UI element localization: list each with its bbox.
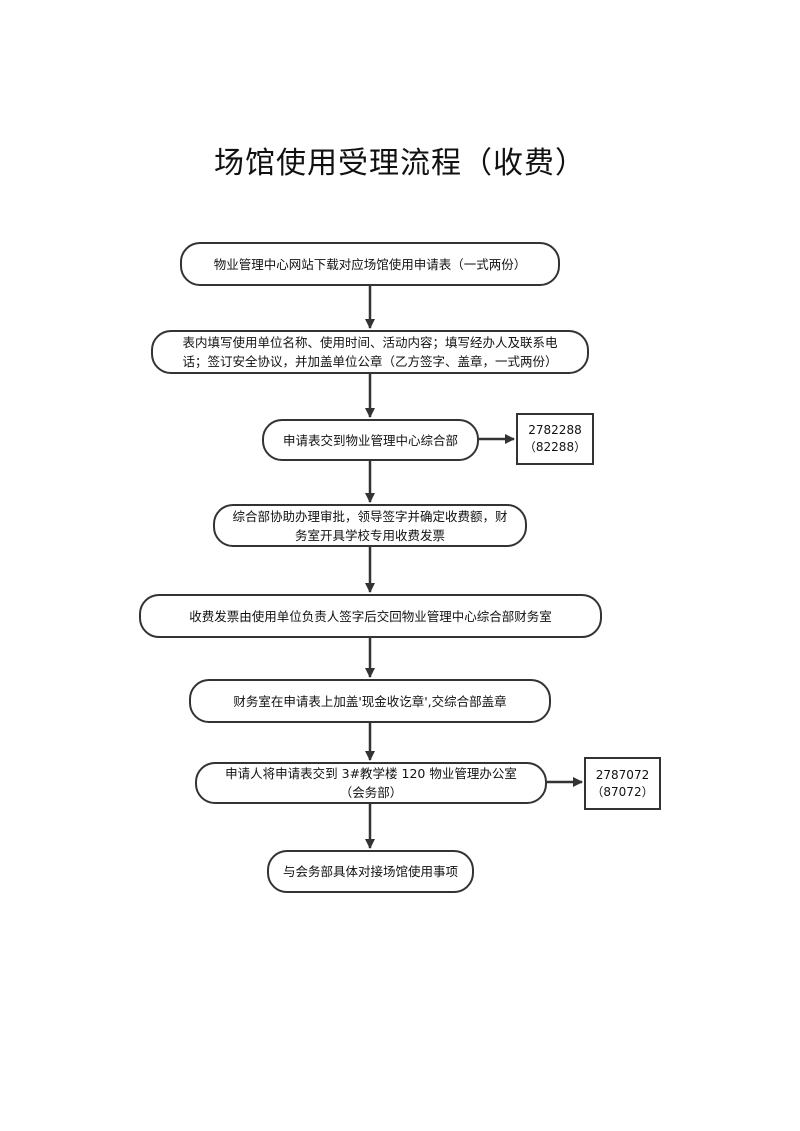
step-submit-meeting-dept: 申请人将申请表交到 3#教学楼 120 物业管理办公室 （会务部） bbox=[195, 762, 547, 804]
phone-box-meeting-dept: 2787072 （87072） bbox=[584, 757, 661, 810]
step-invoice-sign: 收费发票由使用单位负责人签字后交回物业管理中心综合部财务室 bbox=[139, 594, 602, 638]
step-approval: 综合部协助办理审批，领导签字并确定收费额，财 务室开具学校专用收费发票 bbox=[213, 504, 527, 547]
step-fill-form: 表内填写使用单位名称、使用时间、活动内容；填写经办人及联系电 话；签订安全协议，… bbox=[151, 330, 589, 374]
step-submit-office: 申请表交到物业管理中心综合部 bbox=[262, 419, 479, 461]
step-download-form: 物业管理中心网站下载对应场馆使用申请表（一式两份） bbox=[180, 242, 560, 286]
phone-box-office: 2782288 （82288） bbox=[516, 413, 594, 465]
step-coordinate: 与会务部具体对接场馆使用事项 bbox=[267, 850, 474, 893]
page-title: 场馆使用受理流程（收费） bbox=[214, 146, 586, 181]
step-stamp: 财务室在申请表上加盖'现金收讫章',交综合部盖章 bbox=[189, 679, 551, 723]
